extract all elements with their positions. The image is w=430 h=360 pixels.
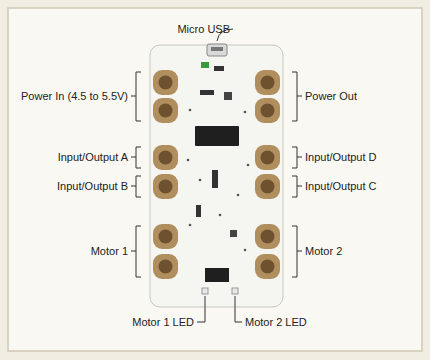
part-label: Motor 1 LED — [132, 316, 194, 329]
brackets — [131, 29, 302, 322]
led — [201, 62, 209, 68]
part-label: Input/Output D — [305, 151, 377, 164]
component — [230, 230, 237, 237]
component — [196, 205, 201, 217]
pads — [153, 70, 280, 279]
part-label: Micro USB — [177, 23, 230, 36]
part-label: Power Out — [305, 90, 357, 103]
leader-line — [235, 296, 242, 322]
part-label: Input/Output B — [57, 180, 128, 193]
motor-led — [232, 288, 238, 294]
vias — [187, 109, 250, 252]
component — [200, 90, 214, 95]
driver-chip — [205, 268, 229, 282]
part-label: Motor 2 — [305, 245, 342, 258]
leader-line — [197, 296, 205, 322]
chip — [195, 126, 239, 146]
part-label: Power In (4.5 to 5.5V) — [21, 90, 128, 103]
panel — [8, 8, 422, 351]
usb-port — [211, 47, 223, 51]
usb-connector — [207, 44, 227, 56]
motor-led — [202, 288, 208, 294]
component — [214, 66, 224, 71]
component — [224, 92, 232, 100]
part-label: Input/Output A — [58, 151, 128, 164]
part-label: Motor 1 — [91, 245, 128, 258]
component — [212, 170, 218, 188]
part-label: Motor 2 LED — [245, 316, 307, 329]
part-label: Input/Output C — [305, 180, 377, 193]
pcb — [150, 45, 283, 307]
